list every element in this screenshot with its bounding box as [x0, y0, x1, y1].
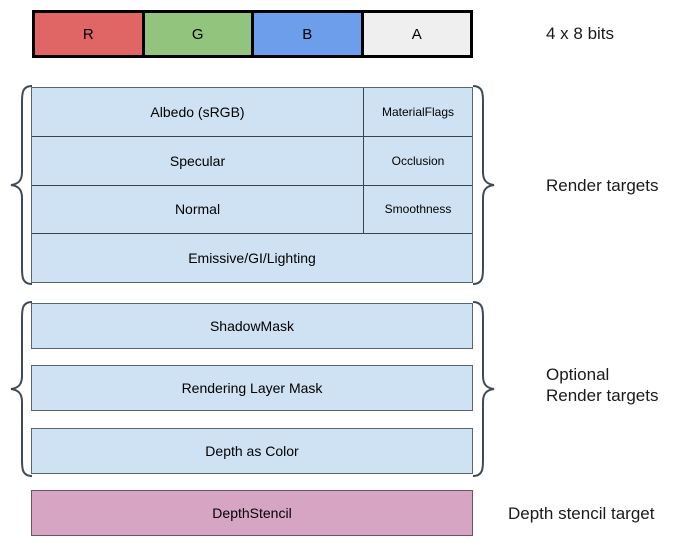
render-target-alpha-cell: Smoothness: [384, 202, 452, 217]
render-targets-right-brace: [471, 84, 497, 286]
optional-render-target-box: ShadowMask: [31, 303, 473, 349]
table-row: Albedo (sRGB) MaterialFlags: [32, 88, 472, 137]
optional-render-targets-side-label: Optional Render targets: [546, 365, 659, 406]
bit-channel-b: B: [254, 13, 364, 55]
render-target-main-cell: Emissive/GI/Lighting: [188, 250, 316, 267]
render-target-main-cell: Normal: [32, 185, 364, 234]
render-targets-side-label: Render targets: [546, 176, 659, 195]
optional-render-targets-right-brace: [471, 300, 497, 478]
bit-channel-a: A: [363, 13, 470, 55]
depth-stencil-box: DepthStencil: [31, 490, 473, 536]
bit-channel-r: R: [35, 13, 145, 55]
render-target-alpha-cell: MaterialFlags: [381, 104, 455, 119]
optional-render-target-label: Depth as Color: [205, 443, 299, 459]
bit-channel-b-label: B: [302, 25, 313, 43]
optional-render-target-box: Depth as Color: [31, 428, 473, 474]
table-row: Specular Occlusion: [32, 136, 472, 186]
table-row: Normal Smoothness: [32, 185, 472, 235]
table-row: Emissive/GI/Lighting: [32, 234, 472, 282]
bit-bar-side-label: 4 x 8 bits: [546, 24, 615, 43]
depth-stencil-side-label: Depth stencil target: [508, 504, 655, 523]
bit-channel-r-label: R: [82, 25, 94, 43]
optional-render-target-label: ShadowMask: [209, 318, 295, 334]
rgba-bit-bar: R G B A: [32, 10, 473, 58]
render-target-main-cell: Albedo (sRGB): [32, 88, 364, 136]
render-target-alpha-cell: Occlusion: [391, 153, 445, 168]
bit-channel-g: G: [144, 13, 254, 55]
bit-channel-a-label: A: [411, 25, 422, 43]
optional-render-target-label: Rendering Layer Mask: [181, 380, 323, 396]
depth-stencil-label: DepthStencil: [212, 505, 292, 521]
bit-channel-g-label: G: [191, 25, 204, 43]
render-targets-table: Albedo (sRGB) MaterialFlags Specular Occ…: [31, 87, 473, 283]
optional-render-target-box: Rendering Layer Mask: [31, 365, 473, 411]
render-target-main-cell: Specular: [32, 136, 364, 185]
